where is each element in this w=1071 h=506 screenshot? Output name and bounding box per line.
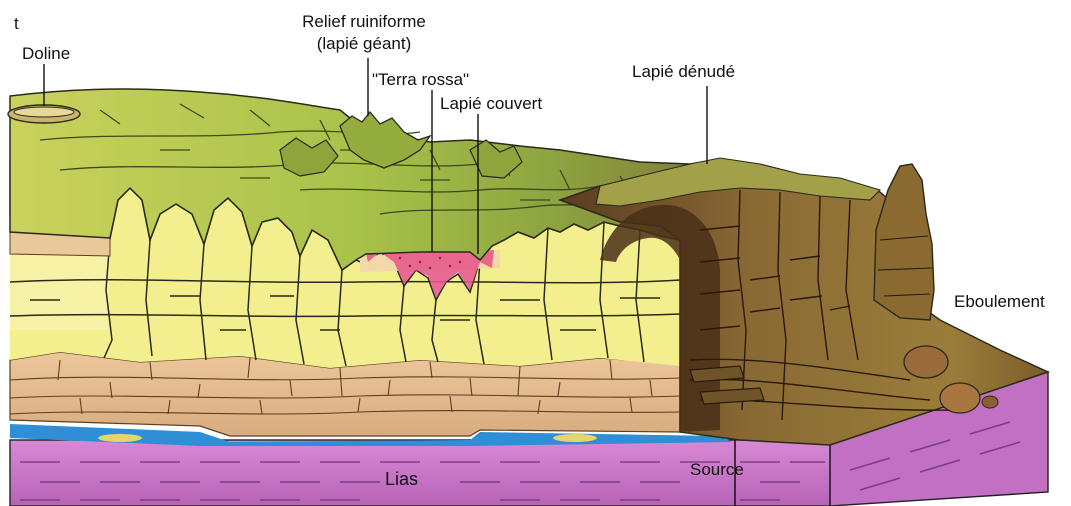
terra-rossa-label: "Terra rossa" <box>372 70 469 89</box>
lapie-denude-label: Lapié dénudé <box>632 62 735 81</box>
relief-label-line2: (lapié géant) <box>317 34 412 53</box>
eboulement-label: Eboulement <box>954 292 1045 311</box>
source-label: Source <box>690 460 744 479</box>
lapie-couvert-label: Lapié couvert <box>440 94 542 113</box>
corner-label: t <box>14 14 19 33</box>
lias-label: Lias <box>385 470 418 489</box>
doline-label: Doline <box>22 44 70 63</box>
relief-label-line1: Relief ruiniforme <box>302 12 426 31</box>
